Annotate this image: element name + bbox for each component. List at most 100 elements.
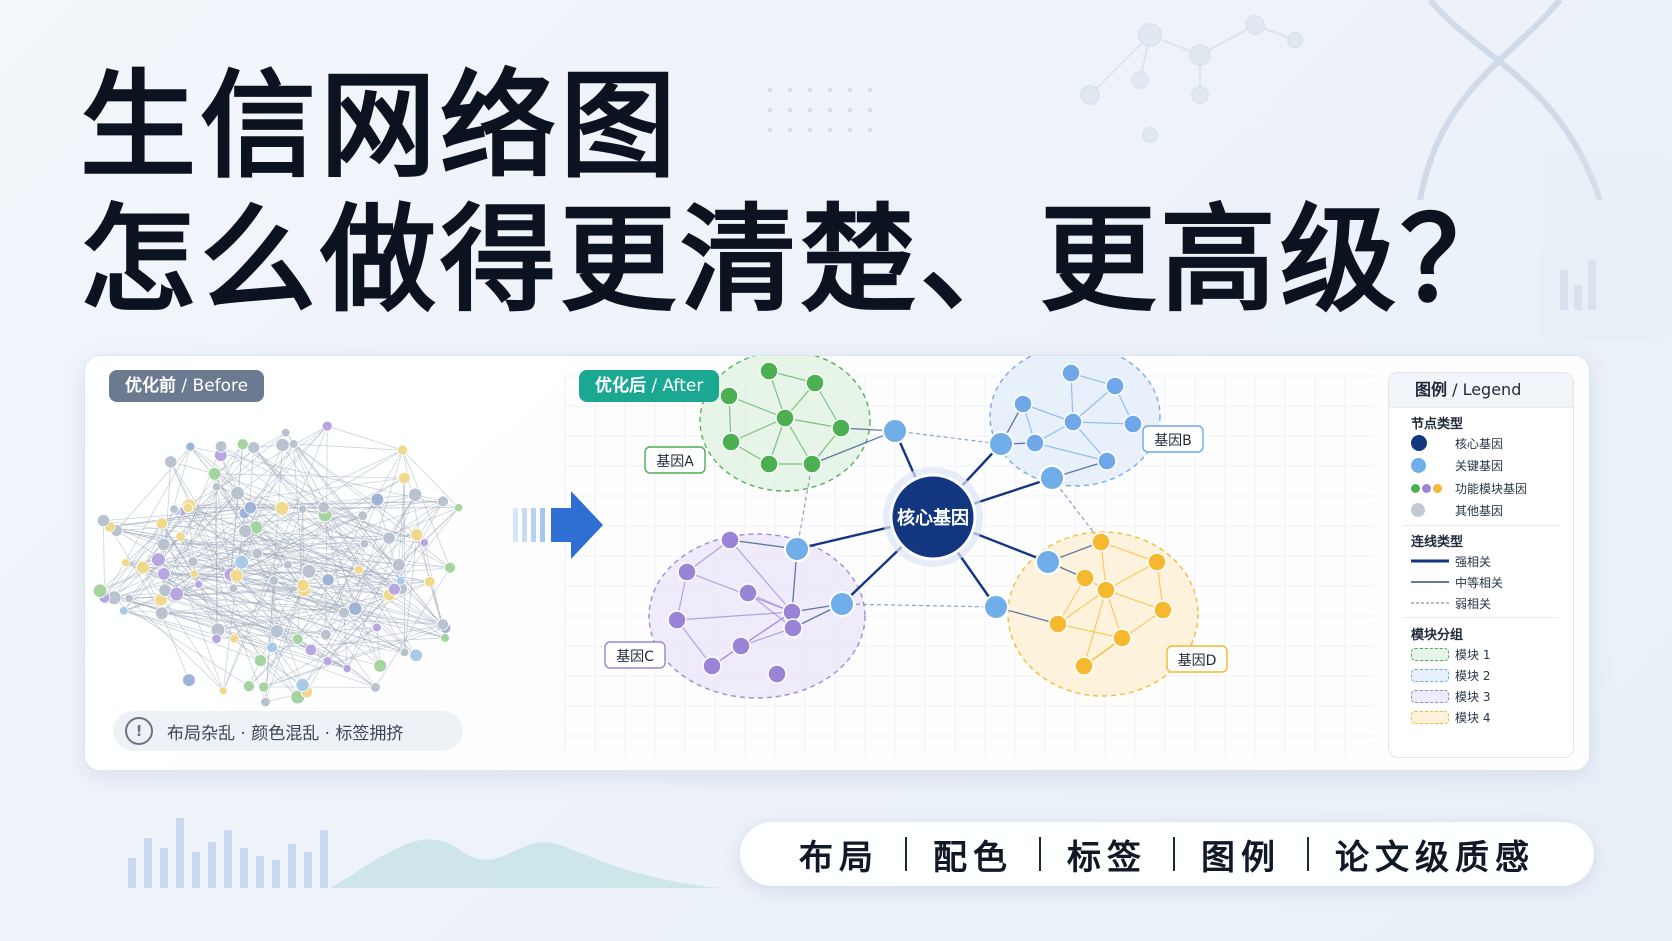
before-node	[185, 441, 196, 452]
legend-group-4-label: 模块 4	[1455, 710, 1491, 725]
before-edge	[220, 446, 451, 568]
before-edge	[346, 588, 395, 669]
before-node	[423, 575, 436, 588]
legend-node-key: 关键基因	[1411, 455, 1503, 475]
before-edge	[297, 449, 404, 640]
before-node	[370, 682, 381, 693]
before-node	[124, 593, 135, 604]
weak-edge	[894, 430, 1002, 445]
before-node	[230, 486, 245, 501]
before-node	[156, 537, 171, 552]
before-node	[370, 492, 385, 507]
before-edge	[255, 527, 402, 589]
before-edge	[404, 534, 418, 653]
before-edge	[402, 450, 451, 568]
before-edge	[327, 425, 403, 451]
key-gene-node	[988, 431, 1014, 457]
before-node	[282, 559, 293, 570]
legend-group-3: 模块 3	[1411, 686, 1490, 706]
before-node	[444, 561, 456, 574]
module-node-4	[1112, 628, 1132, 648]
before-edge	[104, 446, 191, 599]
module-node-1	[831, 418, 851, 438]
before-edge	[237, 492, 402, 589]
before-node	[399, 647, 410, 658]
before-node	[298, 504, 308, 514]
module-node-2	[1013, 394, 1033, 414]
before-edge	[125, 511, 183, 564]
before-node	[234, 554, 249, 570]
before-node	[211, 482, 222, 492]
before-node	[353, 564, 364, 575]
before-edge	[163, 446, 191, 545]
before-node	[169, 504, 179, 514]
before-edge	[285, 432, 443, 626]
module-label-box	[1166, 645, 1228, 673]
before-edge	[327, 627, 378, 662]
before-edge	[293, 443, 418, 536]
before-edge	[217, 594, 390, 631]
before-node	[96, 514, 111, 528]
legend-title: 图例 / Legend	[1389, 373, 1573, 408]
before-edge	[245, 530, 395, 590]
before-node	[236, 438, 249, 451]
footer-item-color: 配色	[933, 837, 1013, 878]
before-node	[182, 502, 194, 514]
before-warning: ! 布局杂乱 · 颜色混乱 · 标签拥挤	[113, 711, 463, 751]
before-edge	[99, 432, 286, 592]
before-node	[268, 575, 280, 586]
legend-node-module: 功能模块基因	[1411, 478, 1527, 498]
module-node-2	[1123, 414, 1143, 434]
before-node	[189, 569, 199, 579]
before-edge	[109, 526, 359, 571]
module-node-2	[1025, 433, 1045, 453]
before-node	[288, 439, 299, 449]
core-gene-label: 核心基因	[897, 507, 969, 529]
before-edge	[394, 507, 459, 590]
before-node	[154, 606, 169, 621]
after-badge-label: 优化后	[595, 376, 646, 396]
module-hull-4	[1007, 531, 1199, 697]
module-node-3	[720, 530, 740, 550]
before-edge	[233, 588, 303, 686]
before-node	[321, 420, 333, 432]
before-edge	[158, 596, 326, 635]
before-node	[398, 471, 411, 485]
module-node-4	[1075, 568, 1095, 588]
before-node	[321, 573, 335, 587]
module-node-3	[738, 583, 758, 603]
before-edge	[253, 447, 303, 510]
before-node	[359, 538, 370, 549]
before-node	[304, 643, 318, 656]
before-node	[229, 568, 244, 583]
before-node	[164, 455, 178, 469]
legend-divider	[1403, 525, 1559, 526]
before-edge	[163, 534, 417, 545]
link-edge	[811, 430, 896, 465]
before-node	[187, 556, 199, 568]
before-edge	[158, 449, 403, 598]
before-node	[295, 677, 310, 693]
before-node	[397, 444, 409, 456]
before-node	[242, 680, 255, 693]
module-node-1	[805, 373, 825, 393]
before-edge	[354, 507, 459, 609]
module-node-3	[731, 636, 751, 656]
footer-divider	[905, 837, 907, 871]
right-arrow-icon	[551, 491, 603, 559]
legend-node-section: 节点类型	[1411, 417, 1464, 432]
before-node	[410, 528, 424, 542]
before-edge	[302, 585, 376, 688]
before-node	[395, 576, 406, 586]
before-edge	[116, 530, 310, 572]
module-node-1	[775, 408, 795, 428]
module-node-3	[767, 664, 787, 684]
legend-edge-strong-label: 强相关	[1455, 554, 1492, 569]
before-edge	[180, 425, 328, 537]
before-edge	[187, 507, 258, 554]
before-node	[388, 582, 401, 596]
legend-node-module-label: 功能模块基因	[1455, 481, 1528, 496]
before-edge	[123, 610, 217, 640]
before-node	[207, 467, 222, 481]
page-title-line2: 怎么做得更清楚、更高级？	[80, 193, 1520, 328]
